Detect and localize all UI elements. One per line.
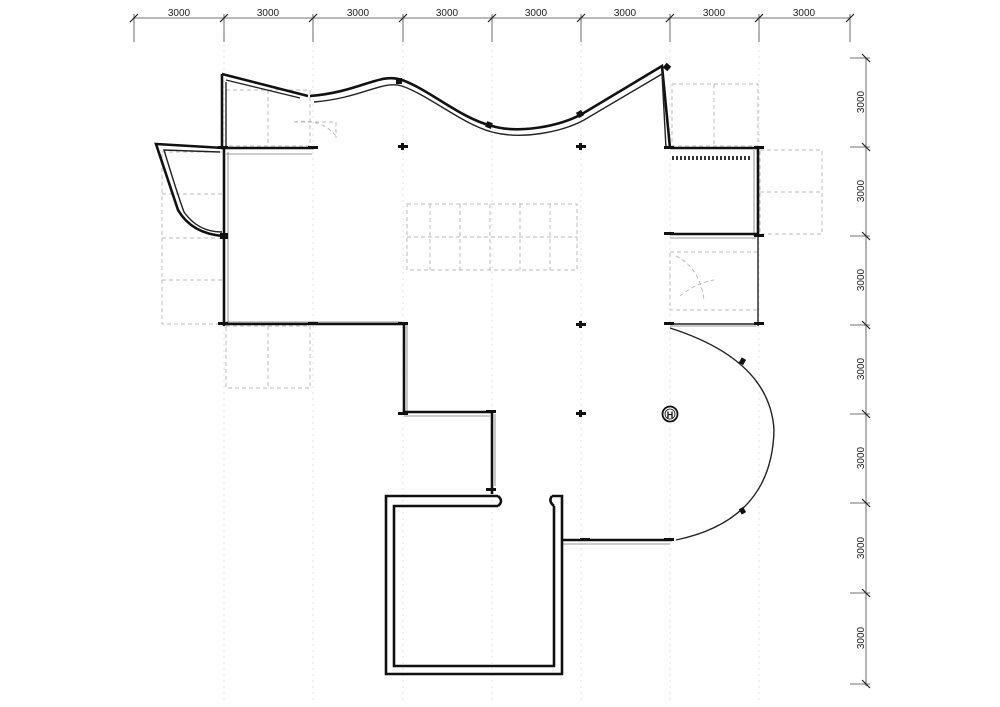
dim-label: 3000 [856,357,867,380]
dim-label: 3000 [525,8,548,19]
dim-label: 3000 [856,536,867,559]
marker-letter: H [667,410,674,420]
dim-label: 3000 [257,8,280,19]
right-dimension-chain: 3000 3000 3000 3000 3000 3000 3000 [850,53,871,689]
dim-label: 3000 [856,446,867,469]
dim-label: 3000 [856,268,867,291]
dim-label: 3000 [793,8,816,19]
dim-label: 3000 [856,90,867,113]
dim-label: 3000 [436,8,459,19]
columns [218,62,764,541]
dim-label: 3000 [168,8,191,19]
dim-label: 3000 [703,8,726,19]
marker-symbol: H [661,405,679,423]
dim-label: 3000 [347,8,370,19]
top-dimension-chain: 3000 3000 3000 3000 3000 3000 3000 3000 [129,8,855,42]
dim-label: 3000 [614,8,637,19]
dim-label: 3000 [856,179,867,202]
walls [154,63,775,676]
dim-label: 3000 [856,626,867,649]
